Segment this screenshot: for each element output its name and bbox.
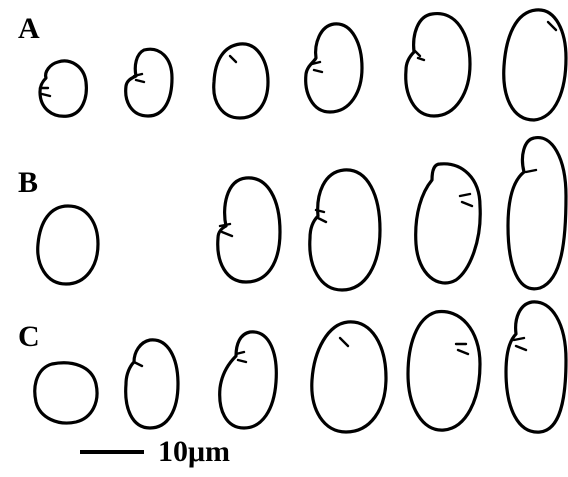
cell-c4: [312, 322, 386, 432]
cell-c6: [506, 302, 566, 432]
cell-b3: [310, 170, 380, 290]
notch-a4: [312, 62, 322, 72]
notch-a5: [414, 50, 424, 60]
scale-bar-label: 10μm: [158, 437, 230, 467]
scale-bar: [80, 450, 144, 454]
cell-b1: [38, 206, 98, 284]
cell-a3: [214, 44, 268, 118]
cell-b5: [508, 138, 566, 289]
notch-b5: [526, 170, 536, 172]
notch-a3: [230, 56, 236, 62]
notch-c3: [236, 352, 246, 362]
cell-a4: [306, 24, 362, 112]
notch-b4: [460, 194, 472, 206]
notch-c5: [456, 344, 468, 354]
notch-c4: [340, 338, 348, 346]
notch-c6: [514, 338, 526, 350]
notch-c2: [134, 362, 142, 366]
row-c-cells: [35, 302, 566, 432]
cell-c1: [35, 363, 97, 423]
cell-a6: [504, 10, 566, 120]
cell-b2: [218, 178, 280, 282]
row-b-cells: [38, 138, 566, 290]
cell-a5: [406, 14, 470, 116]
cell-a2: [126, 49, 172, 116]
row-a-cells: [40, 10, 566, 120]
notch-a6: [548, 22, 556, 30]
cell-c5: [408, 312, 480, 431]
cell-c2: [126, 340, 178, 428]
cell-b4: [416, 164, 481, 283]
cell-c3: [220, 332, 277, 428]
